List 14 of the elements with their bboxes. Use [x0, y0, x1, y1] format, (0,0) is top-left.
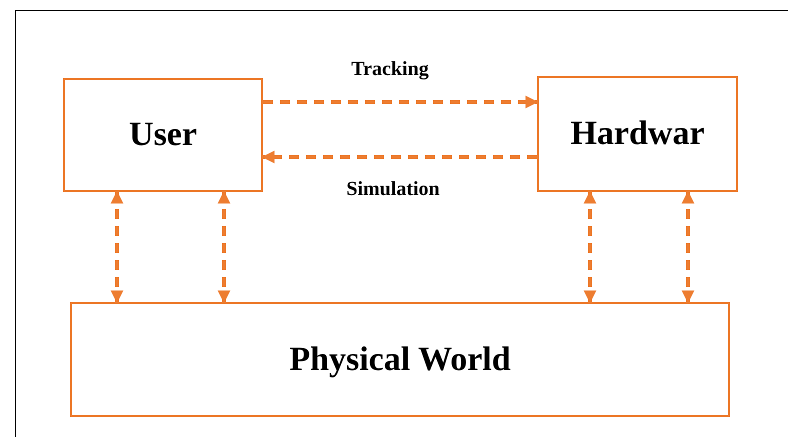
dashed-arrow [262, 150, 537, 164]
dashed-arrow [218, 190, 230, 304]
process-box [70, 302, 730, 417]
process-box [63, 78, 263, 192]
dashed-arrow [682, 190, 694, 304]
edge-label: Tracking [351, 58, 429, 81]
node-label: Physical World [289, 340, 511, 378]
dashed-arrow [110, 190, 124, 304]
node-label: Hardwar [570, 115, 705, 153]
process-box [537, 76, 738, 192]
edge-label: Simulation [346, 178, 440, 201]
dashed-arrow [584, 190, 596, 304]
node-label: User [129, 116, 197, 154]
dashed-arrow [263, 96, 538, 108]
